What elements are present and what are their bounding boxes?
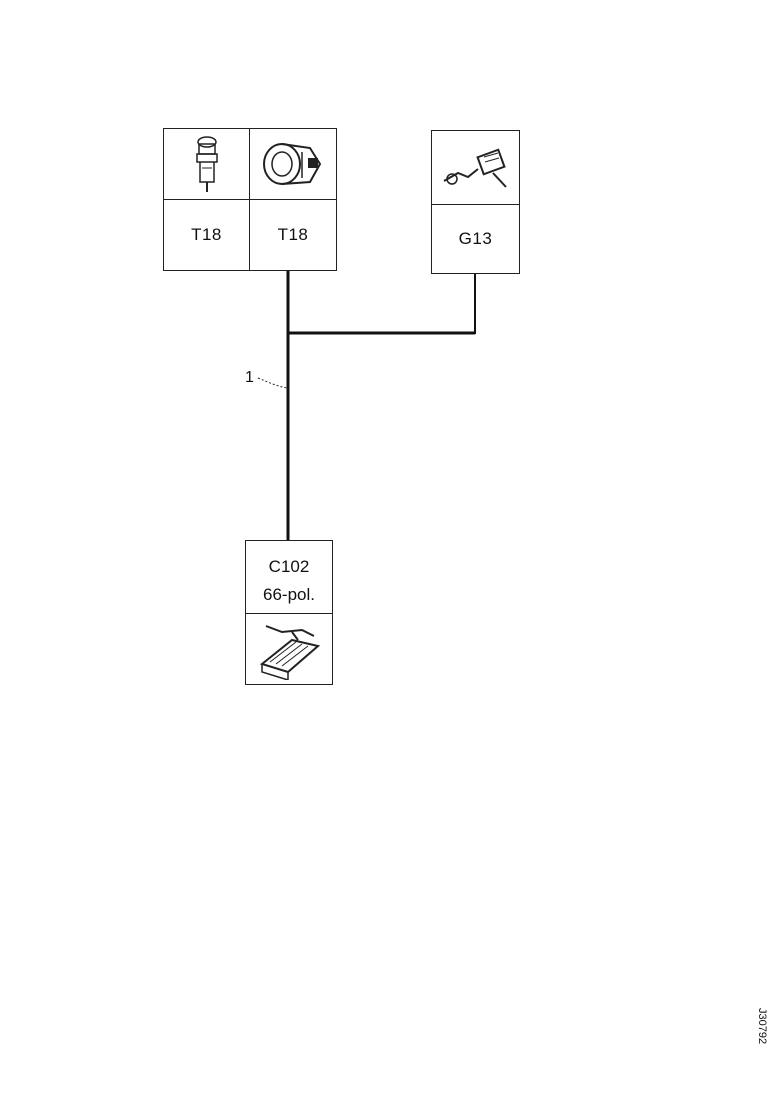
connector-label: G13 bbox=[458, 228, 493, 248]
multipin-connector-icon bbox=[246, 613, 332, 684]
connector-g13: G13 bbox=[431, 130, 520, 274]
connector-t18-pin: T18 bbox=[163, 128, 250, 271]
callout-number: 1 bbox=[245, 369, 254, 386]
ground-terminal-icon bbox=[432, 131, 519, 205]
connector-label: T18 bbox=[191, 224, 222, 244]
connector-c102: C102 66-pol. bbox=[245, 540, 333, 685]
pin-terminal-icon bbox=[164, 129, 249, 200]
connector-label: T18 bbox=[277, 224, 309, 244]
round-connector-icon bbox=[250, 129, 336, 200]
connector-t18-round: T18 bbox=[249, 128, 337, 271]
figure-code: J30792 bbox=[756, 1008, 768, 1045]
callout-leader bbox=[257, 377, 288, 389]
connector-label-line1: C102 bbox=[268, 557, 310, 576]
connector-label-line2: 66-pol. bbox=[263, 585, 315, 604]
